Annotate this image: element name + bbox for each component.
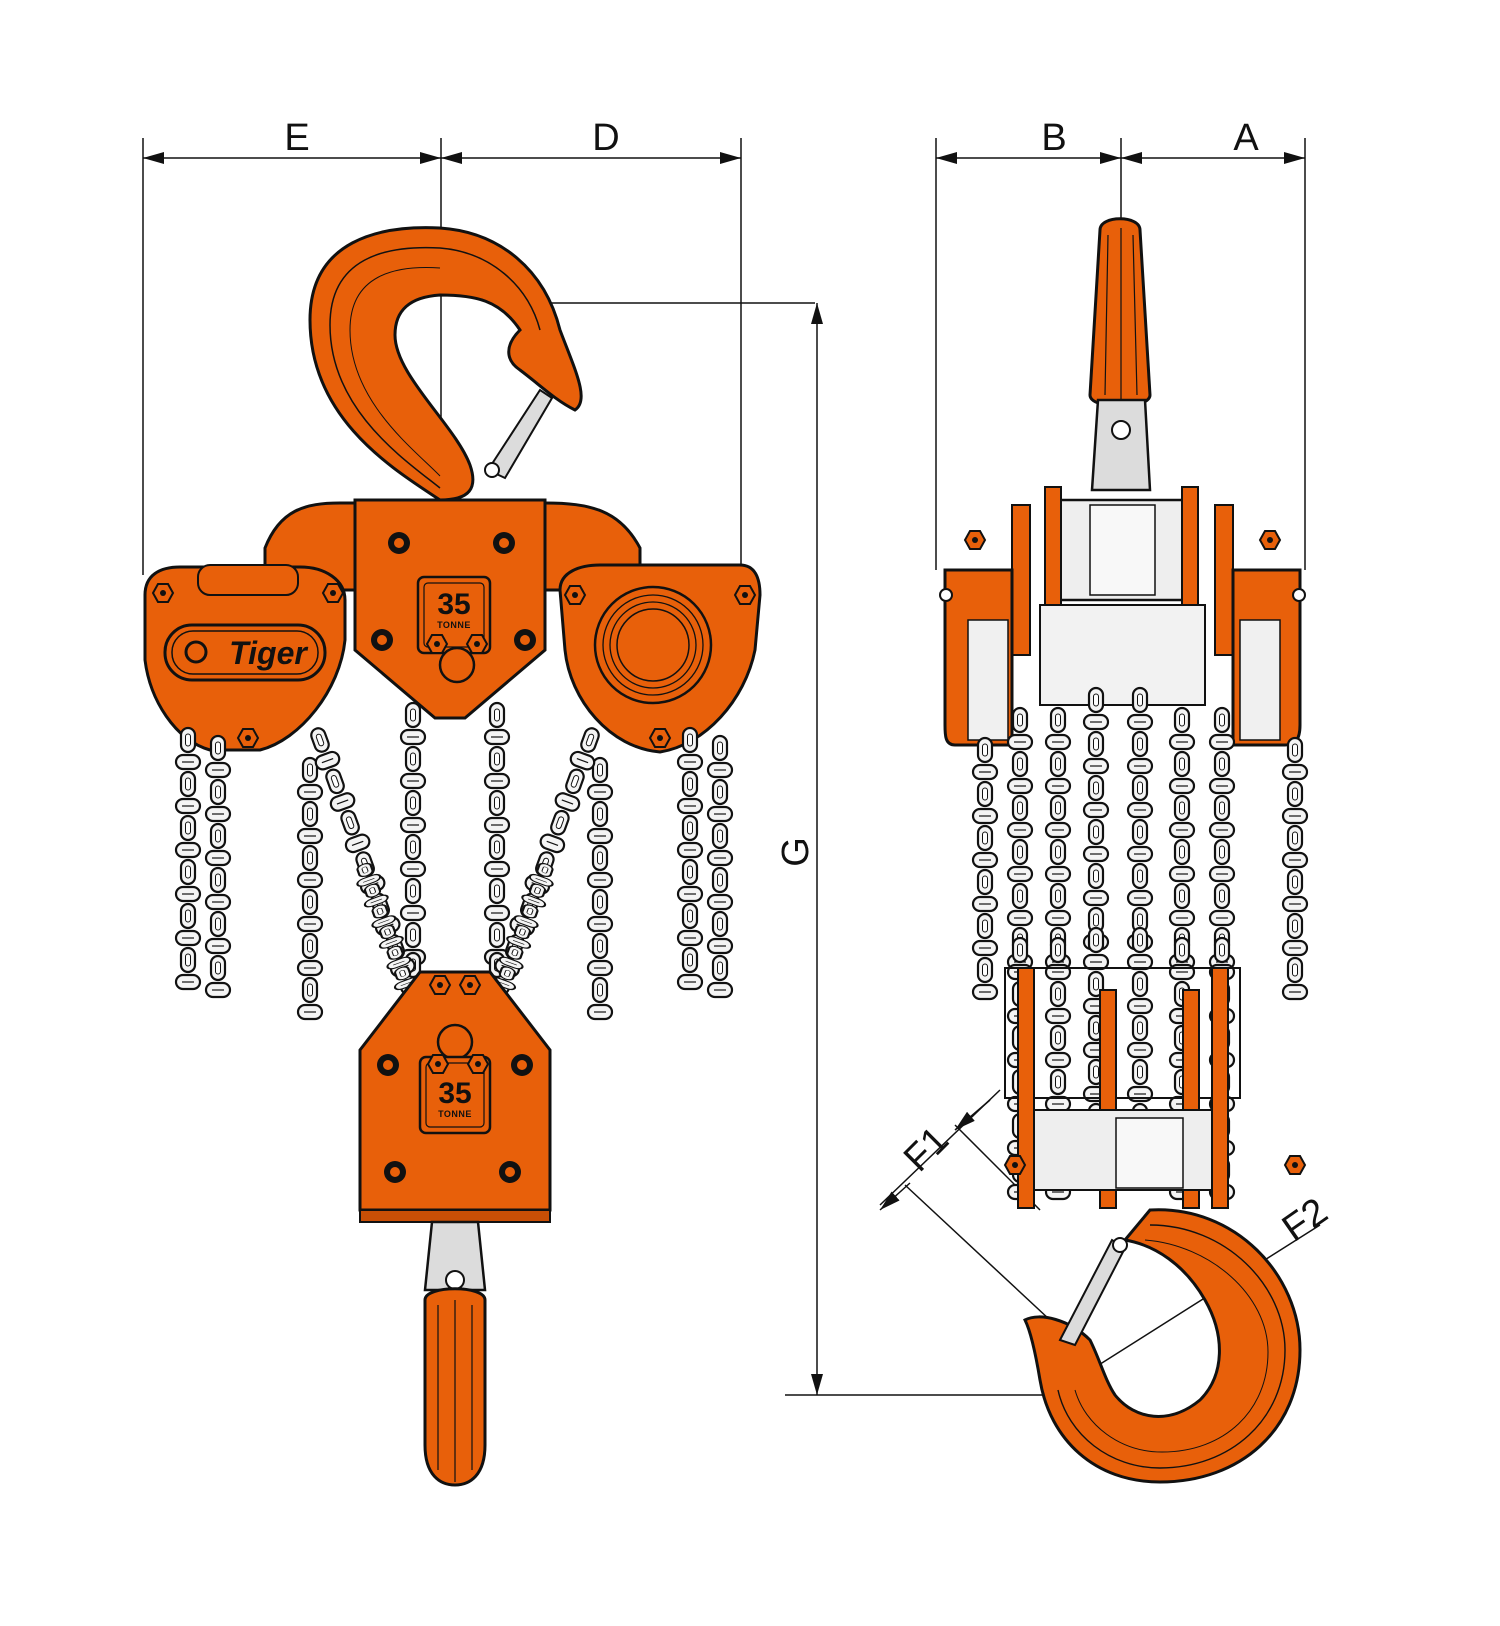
bottom-capacity-badge [418, 1055, 492, 1135]
dim-label-f2: F2 [1275, 1190, 1335, 1250]
front-view: 35 TONNE Tiger [143, 226, 762, 1487]
side-top-hook-icon [1088, 217, 1152, 492]
top-capacity-number: 35 [437, 588, 470, 621]
bottom-capacity-number: 35 [438, 1077, 471, 1110]
top-capacity-unit: TONNE [437, 620, 471, 630]
logo-plate [163, 623, 327, 682]
dim-label-g: G [775, 837, 817, 867]
right-hand-chain [588, 728, 732, 1019]
dim-label-d: D [592, 117, 619, 159]
brand-logo: Tiger [229, 635, 308, 671]
side-bottom-hook-icon [1023, 1208, 1302, 1484]
side-view [939, 217, 1307, 1484]
dim-label-e: E [284, 117, 309, 159]
dim-label-f1: F1 [896, 1119, 957, 1180]
bottom-capacity-unit: TONNE [438, 1109, 472, 1119]
dim-label-a: A [1233, 117, 1259, 159]
dim-label-b: B [1041, 117, 1066, 159]
left-hand-chain [176, 728, 322, 1019]
dimension-lines [142, 138, 1321, 1396]
hand-wheel-icon [593, 585, 713, 705]
top-hook-icon [308, 226, 583, 502]
side-bottom-frame [1004, 967, 1241, 1099]
bottom-hook-icon [423, 1220, 487, 1487]
logo-ring-icon [184, 640, 208, 664]
